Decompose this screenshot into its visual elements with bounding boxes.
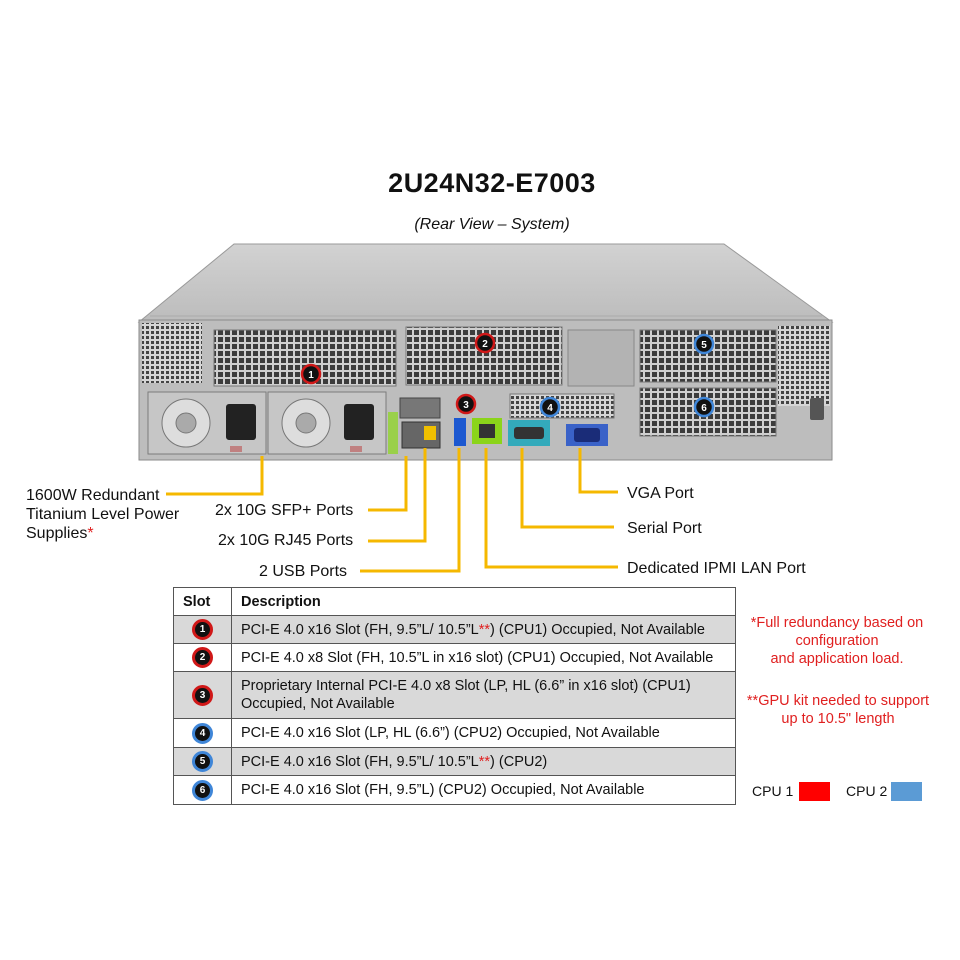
slot-badge-2: 2 [474, 332, 496, 354]
redundancy-note: *Full redundancy based on configuration … [750, 615, 924, 667]
io-ports [388, 397, 608, 454]
vga-callout: VGA Port [627, 485, 694, 502]
table-row: 6 PCI-E 4.0 x16 Slot (FH, 9.5”L) (CPU2) … [173, 775, 736, 805]
table-row: 4 PCI-E 4.0 x16 Slot (LP, HL (6.6”) (CPU… [173, 718, 736, 748]
rj45-callout: 2x 10G RJ45 Ports [218, 532, 354, 549]
slot-badge: 6 [192, 779, 213, 801]
table-header-row: Slot Description [173, 587, 736, 616]
slot-description: Proprietary Internal PCI-E 4.0 x8 Slot (… [231, 671, 736, 719]
svg-text:1: 1 [308, 370, 314, 381]
table-row: 5 PCI-E 4.0 x16 Slot (FH, 9.5”L/ 10.5”L*… [173, 747, 736, 776]
header-slot: Slot [173, 587, 232, 616]
svg-text:2: 2 [482, 339, 488, 350]
slot-badge: 2 [192, 647, 213, 668]
table-row: 2 PCI-E 4.0 x8 Slot (FH, 10.5”L in x16 s… [173, 643, 736, 672]
slot-badge: 5 [192, 751, 213, 772]
table-row: 3 Proprietary Internal PCI-E 4.0 x8 Slot… [173, 671, 736, 719]
slot-badge-6: 6 [693, 396, 715, 418]
slot-badge-5: 5 [693, 333, 715, 355]
slot-badge: 4 [192, 722, 213, 744]
slot-description: PCI-E 4.0 x16 Slot (FH, 9.5”L/ 10.5”L**)… [231, 615, 736, 644]
legend-cpu2-label: CPU 2 [846, 783, 888, 799]
legend-cpu1-swatch [799, 782, 830, 801]
gpu-kit-note: **GPU kit needed to support up to 10.5" … [746, 693, 930, 727]
slot-description: PCI-E 4.0 x8 Slot (FH, 10.5”L in x16 slo… [231, 643, 736, 672]
table-row: 1 PCI-E 4.0 x16 Slot (FH, 9.5”L/ 10.5”L*… [173, 615, 736, 644]
power-supplies [147, 391, 387, 455]
slot-badge-4: 4 [539, 396, 561, 418]
chassis-top-cover [137, 243, 834, 323]
slot-description: PCI-E 4.0 x16 Slot (FH, 9.5”L) (CPU2) Oc… [231, 775, 736, 805]
slot-description: PCI-E 4.0 x16 Slot (LP, HL (6.6”) (CPU2)… [231, 718, 736, 748]
slot-badge: 1 [192, 619, 213, 640]
slot-badge: 3 [192, 684, 213, 706]
callout-lines [166, 448, 618, 573]
page-title: 2U24N32-E7003 [388, 168, 596, 198]
svg-text:3: 3 [463, 400, 469, 411]
psu-callout: 1600W Redundant Titanium Level Power Sup… [26, 487, 180, 542]
slot-badge-1: 1 [300, 363, 322, 385]
legend-cpu1-label: CPU 1 [752, 783, 794, 799]
svg-text:5: 5 [701, 340, 707, 351]
svg-text:4: 4 [547, 403, 553, 414]
legend-cpu2-swatch [891, 782, 922, 801]
usb-callout: 2 USB Ports [259, 563, 348, 580]
header-description: Description [231, 587, 736, 616]
sfp-callout: 2x 10G SFP+ Ports [215, 502, 354, 519]
slot-table: Slot Description 1 PCI-E 4.0 x16 Slot (F… [173, 587, 736, 805]
svg-text:6: 6 [701, 403, 707, 414]
slot-description: PCI-E 4.0 x16 Slot (FH, 9.5”L/ 10.5”L**)… [231, 747, 736, 776]
slot-badge-3: 3 [455, 393, 477, 415]
page-subtitle: (Rear View – System) [414, 216, 570, 233]
serial-callout: Serial Port [627, 520, 702, 537]
ipmi-callout: Dedicated IPMI LAN Port [627, 560, 806, 577]
